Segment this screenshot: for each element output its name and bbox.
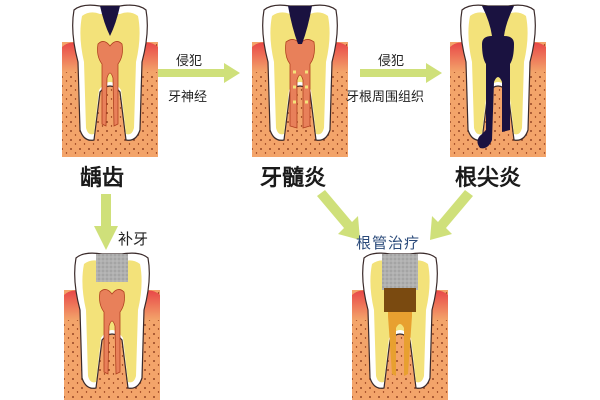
tooth-filling bbox=[62, 250, 162, 400]
label-filling: 补牙 bbox=[118, 230, 149, 248]
arrow2-bottom-label: 牙根周围组织 bbox=[346, 90, 425, 105]
arrow-right-2 bbox=[360, 63, 442, 83]
arrow-down-1 bbox=[94, 194, 118, 250]
arrow-right-1 bbox=[158, 63, 240, 83]
tooth-caries bbox=[60, 2, 160, 157]
label-pulpitis: 牙髓炎 bbox=[260, 166, 327, 191]
arrow1-top-label: 侵犯 bbox=[176, 54, 203, 69]
arrow-diagonal-right bbox=[430, 190, 473, 240]
arrow1-bottom-label: 牙神经 bbox=[168, 90, 208, 105]
label-root-canal: 根管治疗 bbox=[356, 234, 421, 252]
tooth-pulpitis bbox=[250, 2, 350, 157]
label-periapical: 根尖炎 bbox=[455, 166, 522, 191]
tooth-periapical bbox=[448, 2, 548, 157]
arrow2-top-label: 侵犯 bbox=[378, 54, 405, 69]
arrow-diagonal-left bbox=[317, 190, 360, 240]
label-caries: 龋齿 bbox=[80, 166, 125, 191]
tooth-root-canal bbox=[350, 250, 450, 400]
